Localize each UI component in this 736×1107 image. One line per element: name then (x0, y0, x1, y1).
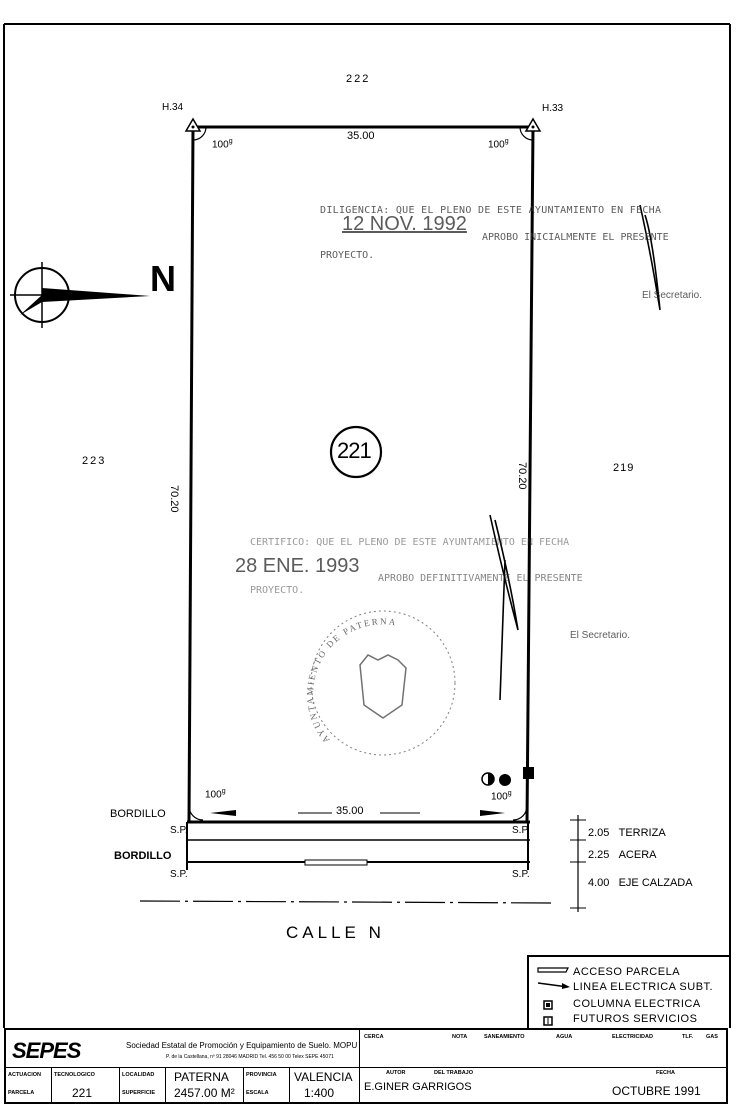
fecha-value: OCTUBRE 1991 (612, 1084, 701, 1098)
angle-top-left: 100g (212, 138, 233, 151)
dim-right: 70.20 (516, 462, 528, 490)
width-calzada: 4.00 EJE CALZADA (588, 877, 693, 889)
bordillo-label-1: BORDILLO (110, 808, 166, 820)
stamp1-line2: APROBO INICIALMENTE EL PRESENTE (482, 232, 669, 243)
author-row: AUTOR DEL TRABAJO E.GINER GARRIGOS FECHA… (364, 1070, 701, 1098)
legend-item-future-services: FUTUROS SERVICIOS (573, 1013, 698, 1025)
services-header: CERCA NOTA SANEAMIENTO AGUA ELECTRICIDAD… (360, 1030, 726, 1068)
landmark-h34-icon (184, 117, 202, 132)
dim-left: 70.20 (168, 485, 180, 513)
north-arrow-icon (10, 262, 150, 328)
author-value: E.GINER GARRIGOS (364, 1081, 472, 1093)
width-acera: 2.25 ACERA (588, 849, 657, 861)
title-row: ACTUACION PARCELA TECNOLOGICO 221 LOCALI… (6, 1068, 360, 1104)
escala-value: 1:400 (304, 1086, 335, 1100)
sp-label-2: S.P. (512, 825, 530, 836)
company-name: Sociedad Estatal de Promoción y Equipami… (126, 1041, 358, 1050)
stamp1-line3: PROYECTO. (320, 250, 375, 261)
stamp2-signature-label: El Secretario. (570, 630, 631, 641)
stamp2-date: 28 ENE. 1993 (235, 555, 360, 577)
landmark-right-label: H.33 (542, 103, 564, 114)
services-symbols (481, 767, 534, 786)
parcel-id: 221 (337, 438, 372, 463)
seal-stamp: AYUNTAMIENTO DE PATERNA (305, 610, 456, 756)
dim-top: 35.00 (347, 130, 375, 142)
sp-label-4: S.P. (512, 869, 530, 880)
legend: ACCESO PARCELA LINEA ELECTRICA SUBT. COL… (527, 955, 729, 1029)
title-block: SEPES Sociedad Estatal de Promoción y Eq… (4, 1028, 728, 1104)
dim-bottom: 35.00 (336, 805, 364, 817)
legend-item-access: ACCESO PARCELA (573, 966, 681, 978)
angle-bottom-right: 100g (491, 790, 512, 803)
stamp2-line2: APROBO DEFINITIVAMENTE EL PRESENTE (378, 573, 583, 584)
sepes-logo: SEPES (12, 1038, 81, 1063)
parcel-left-label: 223 (82, 455, 107, 467)
stamp1-signature-label: El Secretario. (642, 290, 703, 301)
svg-text:AYUNTAMIENTO DE PATERNA: AYUNTAMIENTO DE PATERNA (305, 616, 398, 745)
landmark-left-label: H.34 (162, 102, 184, 113)
north-label: N (150, 258, 176, 299)
landmark-h33-icon (524, 117, 542, 132)
stamp1-line1: DILIGENCIA: QUE EL PLENO DE ESTE AYUNTAM… (320, 205, 662, 216)
seal-text: AYUNTAMIENTO DE PATERNA (305, 616, 396, 745)
stamp2-line3: PROYECTO. (250, 585, 305, 596)
company-header: SEPES Sociedad Estatal de Promoción y Eq… (6, 1030, 360, 1068)
legend-item-electric-column: COLUMNA ELECTRICA (573, 998, 701, 1010)
parcel-top-label: 222 (346, 73, 371, 85)
legend-symbols (537, 967, 570, 1026)
parcel-id-circle (329, 425, 383, 479)
street-name: CALLE N (286, 923, 385, 942)
bordillo-label-2: BORDILLO (114, 850, 172, 862)
legend-item-electric-line: LINEA ELECTRICA SUBT. (573, 981, 714, 993)
company-address: P. de la Castellana, nº 91 28046 MADRID … (166, 1054, 334, 1060)
angle-bottom-left: 100g (205, 788, 226, 801)
localidad-value: PATERNA (174, 1070, 229, 1084)
width-terriza: 2.05 TERRIZA (588, 827, 666, 839)
stamp1-date: 12 NOV. 1992 (342, 213, 467, 235)
parcel-boundary (187, 125, 535, 824)
parcel-number-value: 221 (72, 1086, 93, 1100)
angle-top-right: 100g (488, 138, 509, 151)
superficie-value: 2457.00 M² (174, 1086, 235, 1100)
stamp2-line1: CERTIFICO: QUE EL PLENO DE ESTE AYUNTAMI… (250, 537, 570, 548)
sp-label-1: S.P. (170, 825, 188, 836)
provincia-value: VALENCIA (294, 1070, 353, 1084)
parcel-right-label: 219 (613, 462, 635, 474)
sp-label-3: S.P. (170, 869, 188, 880)
